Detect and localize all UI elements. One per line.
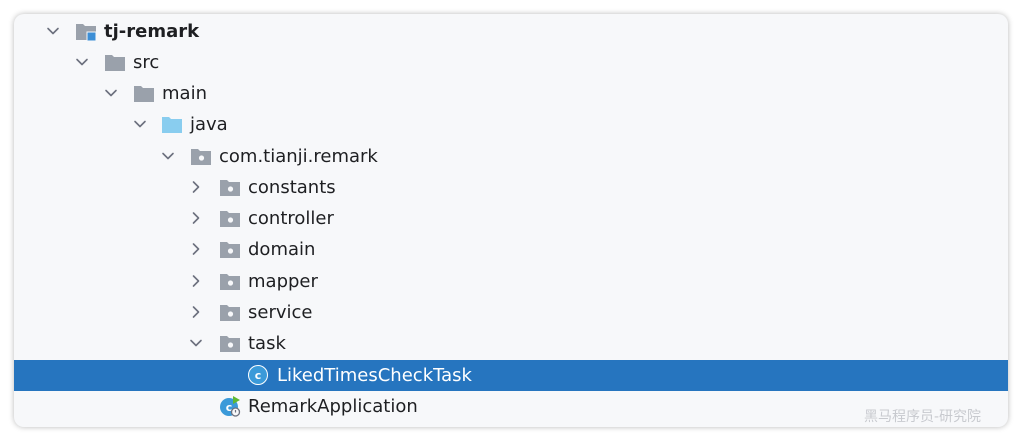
package-icon	[220, 180, 240, 196]
tree-node-tj-remark[interactable]: tj-remark	[14, 16, 1008, 47]
tree-node-liked-times-check-task[interactable]: c LikedTimesCheckTask	[14, 360, 1008, 391]
folder-icon	[134, 86, 154, 102]
tree-node-task[interactable]: task	[14, 328, 1008, 359]
tree-node-label: java	[190, 114, 228, 135]
java-class-icon: c	[248, 365, 268, 385]
tree-node-constants[interactable]: constants	[14, 172, 1008, 203]
chevron-right-icon[interactable]	[188, 241, 204, 257]
tree-node-service[interactable]: service	[14, 297, 1008, 328]
tree-node-label: LikedTimesCheckTask	[277, 365, 472, 386]
package-icon	[220, 242, 240, 258]
chevron-down-icon[interactable]	[45, 23, 61, 39]
chevron-right-icon[interactable]	[188, 179, 204, 195]
tree-node-label: task	[248, 333, 286, 354]
svg-text:c: c	[226, 401, 233, 414]
watermark-text: 黑马程序员-研究院	[864, 409, 982, 425]
tree-node-label: RemarkApplication	[248, 396, 418, 417]
tree-node-controller[interactable]: controller	[14, 203, 1008, 234]
tree-node-label: service	[248, 302, 313, 323]
chevron-right-icon[interactable]	[188, 273, 204, 289]
tree-node-label: mapper	[248, 271, 318, 292]
package-icon	[220, 274, 240, 290]
package-icon	[220, 211, 240, 227]
package-icon	[220, 336, 240, 352]
tree-node-label: tj-remark	[104, 21, 200, 42]
chevron-down-icon[interactable]	[160, 148, 176, 164]
svg-text:c: c	[255, 369, 262, 382]
folder-icon	[105, 55, 125, 71]
source-root-folder-icon	[162, 117, 182, 133]
tree-node-main[interactable]: main	[14, 78, 1008, 109]
tree-node-domain[interactable]: domain	[14, 234, 1008, 265]
tree-node-label: domain	[248, 239, 316, 260]
tree-node-label: constants	[248, 177, 336, 198]
tree-node-label: main	[162, 83, 207, 104]
tree-node-label: src	[133, 52, 160, 73]
tree-node-src[interactable]: src	[14, 47, 1008, 78]
spring-boot-class-icon: c	[220, 396, 241, 417]
chevron-down-icon[interactable]	[103, 85, 119, 101]
tree-node-java[interactable]: java	[14, 109, 1008, 140]
tree-node-remark-application[interactable]: c RemarkApplication	[14, 391, 1008, 422]
chevron-right-icon[interactable]	[188, 210, 204, 226]
chevron-right-icon[interactable]	[188, 304, 204, 320]
tree-node-mapper[interactable]: mapper	[14, 266, 1008, 297]
chevron-down-icon[interactable]	[132, 116, 148, 132]
chevron-down-icon[interactable]	[188, 335, 204, 351]
chevron-down-icon[interactable]	[74, 54, 90, 70]
tree-node-package-root[interactable]: com.tianji.remark	[14, 141, 1008, 172]
tree-node-label: controller	[248, 208, 334, 229]
tree-node-label: com.tianji.remark	[219, 146, 378, 167]
package-icon	[220, 305, 240, 321]
project-tree-panel: tj-remark src main java	[14, 14, 1008, 427]
module-folder-icon	[76, 24, 97, 42]
package-icon	[191, 149, 211, 165]
